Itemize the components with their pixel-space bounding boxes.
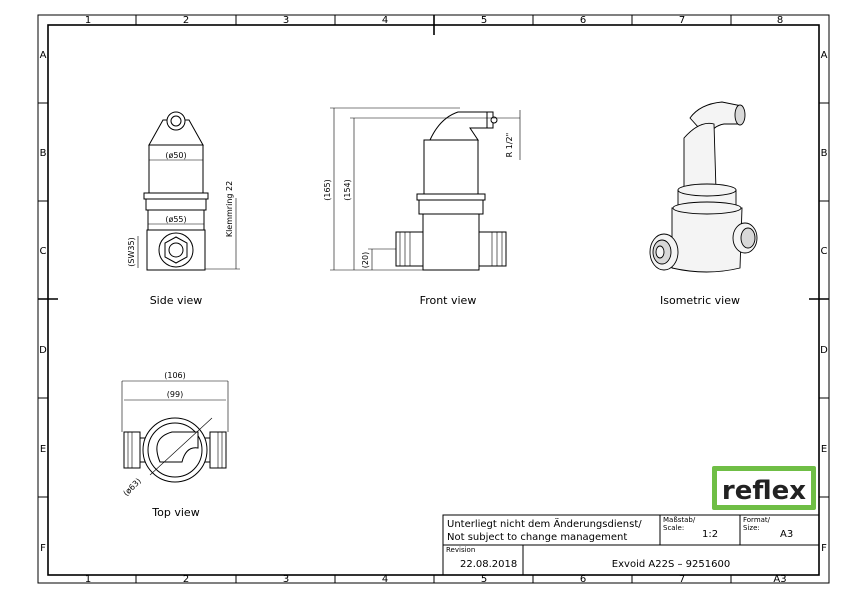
col-label-top: 6 — [580, 15, 586, 26]
dimension-label: (SW35) — [127, 237, 136, 266]
col-label-top: 2 — [183, 15, 189, 26]
dimension-label: (ø50) — [165, 151, 186, 160]
col-label-top: 3 — [283, 15, 289, 26]
title-block-note-de: Unterliegt nicht dem Änderungsdienst/ — [447, 517, 642, 530]
row-label-right: C — [821, 246, 828, 257]
col-label-top: 5 — [481, 15, 487, 26]
format-label-en: Size: — [743, 524, 760, 532]
top-view: (106) (99) (ø63) Top view — [122, 371, 229, 519]
row-label-left: B — [40, 148, 47, 159]
dimension-label: (ø55) — [165, 215, 186, 224]
col-label-bottom: 3 — [283, 574, 289, 585]
row-label-right: B — [821, 148, 828, 159]
dimension-label: (106) — [164, 371, 186, 380]
col-label-bottom: 5 — [481, 574, 487, 585]
front-view-label: Front view — [420, 294, 477, 307]
col-label-bottom: 4 — [382, 574, 388, 585]
format-label: Format/ — [743, 516, 771, 524]
front-view: (165) (154) (20) R 1/2" Front view — [323, 107, 521, 307]
reflex-logo: reflex — [712, 466, 816, 510]
dimension-label: (154) — [343, 179, 352, 201]
row-label-right: F — [821, 543, 827, 554]
row-label-left: C — [40, 246, 47, 257]
dimension-label: R 1/2" — [505, 133, 514, 158]
dimension-label: (ø63) — [122, 477, 143, 498]
dimension-label: (20) — [361, 252, 370, 268]
drawing-frame — [37, 14, 830, 584]
isometric-view-label: Isometric view — [660, 294, 740, 307]
dimension-label: (165) — [323, 179, 332, 201]
row-label-right: D — [820, 345, 828, 356]
col-label-bottom: 7 — [679, 574, 685, 585]
title-block: Unterliegt nicht dem Änderungsdienst/ No… — [442, 514, 820, 576]
drawing-title: Exvoid A22S – 9251600 — [612, 559, 730, 570]
col-label-bottom: A3 — [773, 574, 786, 585]
col-label-bottom: 6 — [580, 574, 586, 585]
col-label-bottom: 2 — [183, 574, 189, 585]
row-label-left: F — [40, 543, 46, 554]
format-value: A3 — [780, 529, 793, 540]
title-block-note-en: Not subject to change management — [447, 532, 627, 543]
top-view-label: Top view — [151, 506, 199, 519]
side-view-label: Side view — [150, 294, 203, 307]
revision-date: 22.08.2018 — [460, 559, 517, 570]
side-view: (ø50) (ø55) (SW35) Klemmring 22 Side vie… — [127, 111, 240, 307]
col-label-top: 4 — [382, 15, 388, 26]
col-label-top: 1 — [85, 15, 91, 26]
scale-label: Maßstab/ — [663, 516, 696, 524]
col-label-top: 7 — [679, 15, 685, 26]
grid-labels: 1 2 3 4 5 6 7 8 1 2 3 4 5 6 7 A3 A B C D… — [39, 15, 828, 585]
row-label-left: A — [40, 50, 47, 61]
scale-label-en: Scale: — [663, 524, 684, 532]
revision-label: Revision — [446, 546, 475, 554]
row-label-right: E — [821, 444, 827, 455]
col-label-bottom: 1 — [85, 574, 91, 585]
row-label-right: A — [821, 50, 828, 61]
row-label-left: E — [40, 444, 46, 455]
dimension-label: (99) — [167, 390, 183, 399]
logo-text: reflex — [722, 476, 806, 506]
dimension-label: Klemmring 22 — [225, 181, 234, 237]
row-label-left: D — [39, 345, 47, 356]
scale-value: 1:2 — [702, 529, 718, 540]
isometric-view: Isometric view — [649, 101, 758, 307]
col-label-top: 8 — [777, 15, 783, 26]
